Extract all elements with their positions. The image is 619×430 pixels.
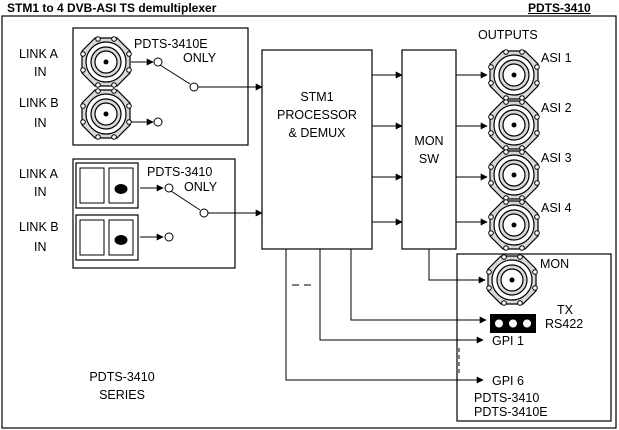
bnc-link-a-label-1: LINK A bbox=[19, 47, 59, 61]
monitor-switch-block bbox=[401, 49, 457, 250]
monitor-panel-model-1: PDTS-3410 bbox=[474, 391, 539, 405]
bnc-link-b-label-2: IN bbox=[34, 116, 47, 130]
processor-label-1: STM1 bbox=[300, 90, 333, 104]
rs422-pin-2-icon bbox=[509, 319, 517, 328]
tx-label: TX bbox=[557, 303, 574, 317]
diagram-title: STM1 to 4 DVB-ASI TS demultiplexer bbox=[7, 1, 217, 15]
bnc-switch-contact-a bbox=[153, 57, 163, 67]
link-b-bnc-connector-icon bbox=[80, 88, 132, 140]
link-a-optical-lens-icon bbox=[114, 184, 128, 194]
rs422-pin-3-icon bbox=[523, 319, 531, 328]
asi-1-bnc-connector-icon bbox=[488, 49, 540, 101]
monitor-switch-label-1: MON bbox=[414, 134, 443, 148]
bnc-variant-note: ONLY bbox=[183, 51, 217, 65]
optical-link-b-label-2: IN bbox=[34, 240, 47, 254]
outer-frame bbox=[1, 15, 617, 429]
processor-label-2: PROCESSOR bbox=[277, 108, 357, 122]
monitor-panel bbox=[456, 253, 612, 422]
optical-switch-common bbox=[199, 208, 209, 218]
optical-switch-contact-b bbox=[164, 232, 174, 242]
processor-label-3: & DEMUX bbox=[289, 126, 347, 140]
asi-3-label: ASI 3 bbox=[541, 151, 572, 165]
asi-4-bnc-connector-icon bbox=[488, 199, 540, 251]
bnc-switch-common bbox=[189, 82, 199, 92]
bnc-link-b-label-1: LINK B bbox=[19, 96, 59, 110]
rs422-label: RS422 bbox=[545, 317, 583, 331]
processor-to-gpi6-arrow bbox=[285, 249, 484, 384]
optical-link-a-label-1: LINK A bbox=[19, 167, 59, 181]
series-label-1: PDTS-3410 bbox=[89, 370, 154, 384]
monitor-panel-model-2: PDTS-3410E bbox=[474, 405, 548, 419]
asi-4-label: ASI 4 bbox=[541, 201, 572, 215]
asi-2-bnc-connector-icon bbox=[488, 99, 540, 151]
monitor-switch-label-2: SW bbox=[419, 152, 439, 166]
gpi-6-label: GPI 6 bbox=[492, 374, 524, 388]
optical-link-b-label-1: LINK B bbox=[19, 220, 59, 234]
asi-3-bnc-connector-icon bbox=[488, 149, 540, 201]
optical-selector-switch bbox=[170, 190, 201, 211]
bnc-switch-contact-b bbox=[153, 117, 163, 127]
link-a-optical-slot bbox=[79, 167, 105, 204]
optical-variant-note: ONLY bbox=[184, 180, 218, 194]
link-b-optical-slot bbox=[79, 219, 105, 256]
asi-1-label: ASI 1 bbox=[541, 51, 572, 65]
rs422-pin-1-icon bbox=[495, 319, 503, 328]
series-label-2: SERIES bbox=[99, 388, 145, 402]
bnc-variant-label: PDTS-3410E bbox=[134, 37, 208, 51]
mon-label: MON bbox=[540, 257, 569, 271]
optical-switch-contact-a bbox=[164, 183, 174, 193]
bnc-selector-switch bbox=[159, 64, 191, 85]
outputs-heading: OUTPUTS bbox=[478, 28, 538, 42]
bnc-link-a-label-2: IN bbox=[34, 65, 47, 79]
mon-bnc-connector-icon bbox=[486, 254, 538, 306]
gpi-1-label: GPI 1 bbox=[492, 334, 524, 348]
link-a-bnc-connector-icon bbox=[80, 36, 132, 88]
mon-sw-to-mon-arrow bbox=[428, 249, 486, 284]
optical-link-a-label-2: IN bbox=[34, 185, 47, 199]
processor-block bbox=[261, 49, 373, 250]
model-number: PDTS-3410 bbox=[528, 1, 591, 15]
optical-variant-label: PDTS-3410 bbox=[147, 165, 212, 179]
link-b-optical-lens-icon bbox=[114, 235, 128, 245]
processor-to-gpi1-arrow bbox=[319, 249, 484, 344]
processor-to-rs422-arrow bbox=[350, 249, 487, 324]
asi-2-label: ASI 2 bbox=[541, 101, 572, 115]
